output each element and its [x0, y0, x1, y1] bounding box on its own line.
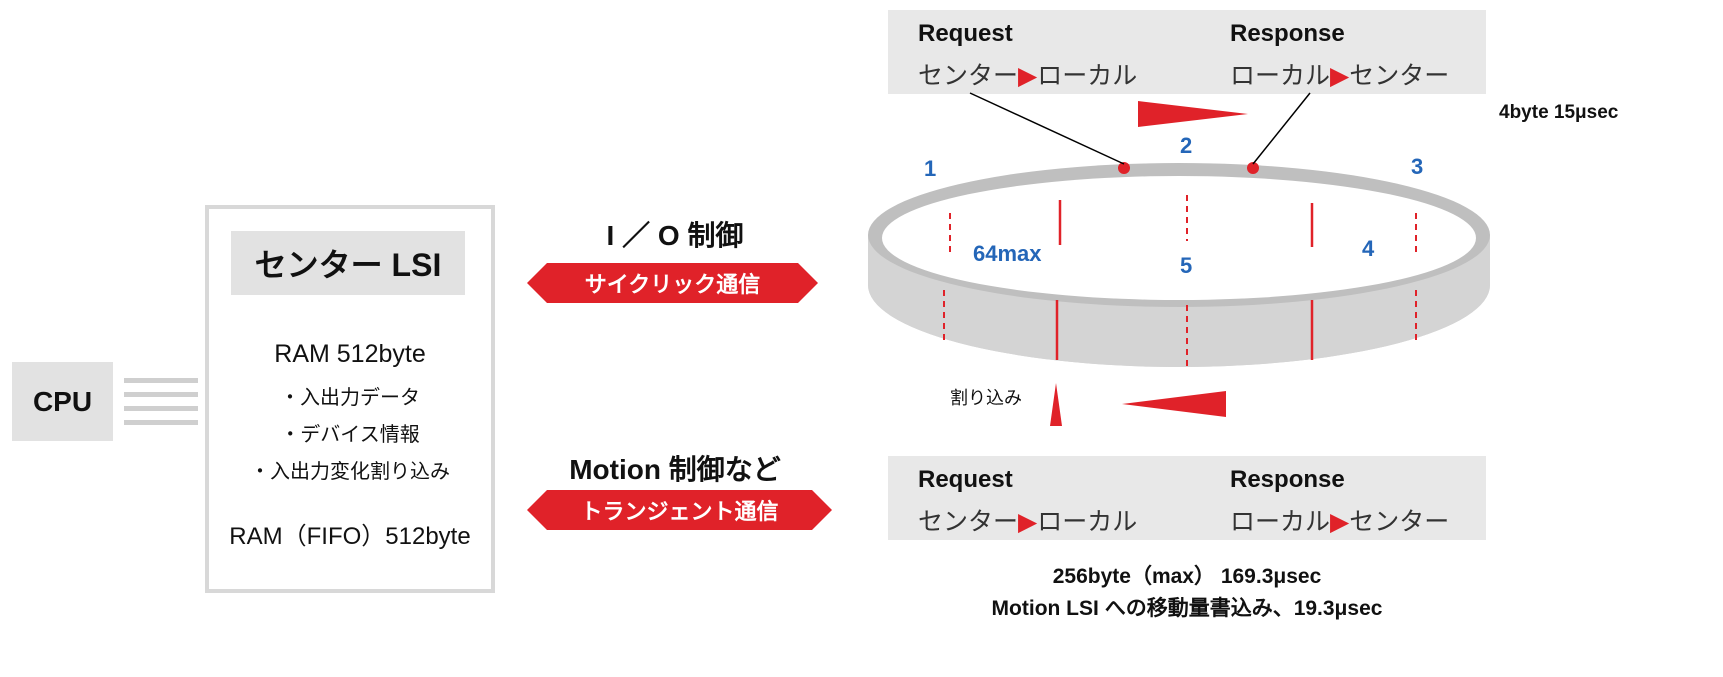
top-timing: 4byte 15μsec — [1499, 102, 1619, 123]
cyclic-tag-shape — [527, 263, 818, 303]
clockwise-wedge — [1138, 101, 1248, 127]
bullet-device-info: ・デバイス情報 — [280, 424, 420, 446]
node-1: 1 — [924, 156, 937, 181]
bottom-request-response-panel: Request センター▶ローカル Response ローカル▶センター — [888, 456, 1486, 540]
bottom-timing-line1: 256byte（max） 169.3μsec — [1052, 565, 1322, 588]
node-4: 4 — [1362, 236, 1375, 261]
request-leader-line — [969, 92, 1125, 165]
ring-diagram — [868, 162, 1490, 367]
response-leader-line — [1252, 92, 1311, 165]
bottom-request-to: ローカル — [1037, 508, 1138, 536]
cpu-label: CPU — [32, 385, 93, 417]
bottom-timing-line2: Motion LSI への移動量書込み、19.3μsec — [991, 597, 1383, 620]
bottom-response-title: Response — [1230, 466, 1345, 493]
transient-tag: トランジェント通信 — [527, 490, 832, 530]
request-node-dot — [1118, 162, 1130, 174]
top-request-to: ローカル — [1037, 62, 1138, 90]
interrupt-label: 割り込み — [950, 388, 1022, 408]
center-lsi-title-text: センター LSI — [254, 247, 442, 283]
interrupt-wedge — [1050, 383, 1062, 426]
counterclockwise-wedge — [1122, 391, 1226, 417]
top-response-to: センター — [1349, 62, 1450, 90]
top-request-response-panel: Request センター▶ローカル Response ローカル▶センター — [888, 10, 1486, 94]
top-request-from: センター — [918, 62, 1019, 90]
transient-tag-shape — [527, 490, 832, 530]
leader-lines — [969, 92, 1311, 165]
bottom-request-title: Request — [918, 466, 1013, 493]
ring-hole — [882, 176, 1476, 300]
node-5: 5 — [1180, 253, 1193, 278]
top-request-path: センター▶ローカル — [918, 56, 1137, 92]
cyclic-tag-text: サイクリック通信 — [584, 272, 761, 297]
bullet-io-data: ・入出力データ — [280, 387, 420, 409]
top-response-from: ローカル — [1230, 62, 1331, 90]
response-node-dot — [1247, 162, 1259, 174]
bottom-request-from: センター — [918, 508, 1019, 536]
bus-lines — [124, 378, 198, 428]
arrow-right-icon: ▶ — [1018, 62, 1038, 90]
transient-tag-text: トランジェント通信 — [580, 499, 779, 524]
top-request-title: Request — [918, 20, 1013, 47]
center-lsi-title: センター LSI — [231, 231, 465, 295]
node-3: 3 — [1411, 154, 1424, 179]
arrow-right-icon: ▶ — [1018, 508, 1038, 536]
arrow-right-icon: ▶ — [1330, 508, 1350, 536]
max-nodes-label: 64max — [973, 241, 1042, 266]
bottom-request-path: センター▶ローカル — [918, 502, 1137, 538]
top-response-title: Response — [1230, 20, 1345, 47]
ram-512-label: RAM 512byte — [274, 340, 426, 368]
bullet-io-interrupt: ・入出力変化割り込み — [250, 461, 450, 483]
bottom-response-to: センター — [1349, 508, 1450, 536]
motion-control-heading: Motion 制御など — [569, 454, 781, 485]
node-2: 2 — [1180, 133, 1193, 158]
io-control-heading: I ／ O 制御 — [606, 220, 744, 251]
bottom-response-from: ローカル — [1230, 508, 1331, 536]
cyclic-tag: サイクリック通信 — [527, 263, 818, 303]
bottom-response-path: ローカル▶センター — [1230, 502, 1449, 538]
top-response-path: ローカル▶センター — [1230, 56, 1449, 92]
ram-fifo-label: RAM（FIFO）512byte — [229, 523, 471, 550]
arrow-right-icon: ▶ — [1330, 62, 1350, 90]
cpu-box: CPU — [12, 362, 113, 441]
